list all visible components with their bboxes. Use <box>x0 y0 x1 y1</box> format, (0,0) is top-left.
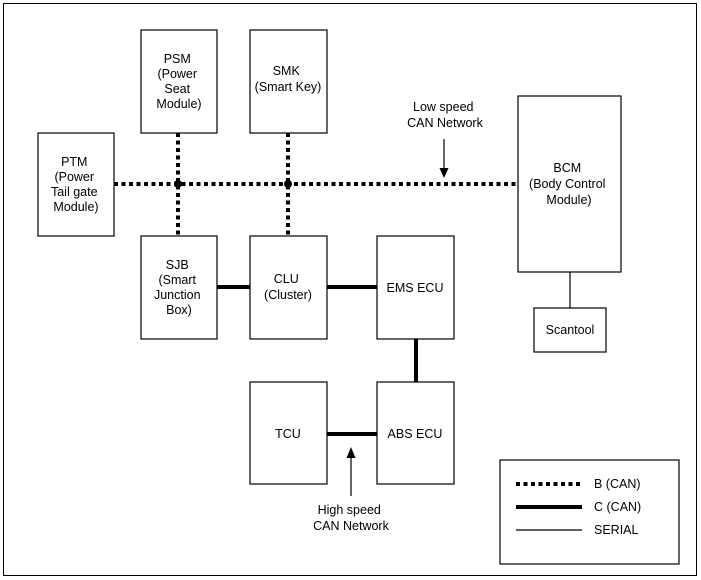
smk-label: SMK (Smart Key) <box>255 64 322 94</box>
abs-ecu-box <box>376 381 455 485</box>
tcu-box <box>249 381 328 485</box>
smk-box <box>249 29 328 134</box>
scantool-box <box>533 307 607 353</box>
junction-dot-psm <box>174 180 182 188</box>
legend-b-can-label: B (CAN) <box>594 477 641 491</box>
ems-ecu-label: EMS ECU <box>387 281 444 295</box>
scantool-label: Scantool <box>546 323 595 337</box>
sjb-label: SJB (Smart Junction Box) <box>154 258 204 317</box>
clu-label: CLU (Cluster) <box>264 272 312 302</box>
junction-dot-smk <box>284 180 292 188</box>
legend-box <box>499 459 680 565</box>
legend-serial-label: SERIAL <box>594 523 639 537</box>
psm-box <box>140 29 218 134</box>
high-speed-annotation: High speed CAN Network <box>313 503 389 533</box>
legend-c-can-label: C (CAN) <box>594 500 641 514</box>
ems-ecu-box <box>376 235 455 340</box>
low-speed-arrow-head <box>439 168 449 178</box>
clu-box <box>249 235 328 340</box>
abs-ecu-label: ABS ECU <box>388 427 443 441</box>
ptm-box <box>37 132 115 237</box>
bcm-box <box>517 95 622 273</box>
bcm-label: BCM (Body Control Module) <box>529 161 609 207</box>
ptm-label: PTM (Power Tail gate Module) <box>51 155 101 214</box>
psm-label: PSM (Power Seat Module) <box>156 52 201 111</box>
sjb-box <box>140 235 218 340</box>
low-speed-annotation: Low speed CAN Network <box>407 100 483 130</box>
tcu-label: TCU <box>275 427 301 441</box>
high-speed-arrow-head <box>346 447 356 458</box>
